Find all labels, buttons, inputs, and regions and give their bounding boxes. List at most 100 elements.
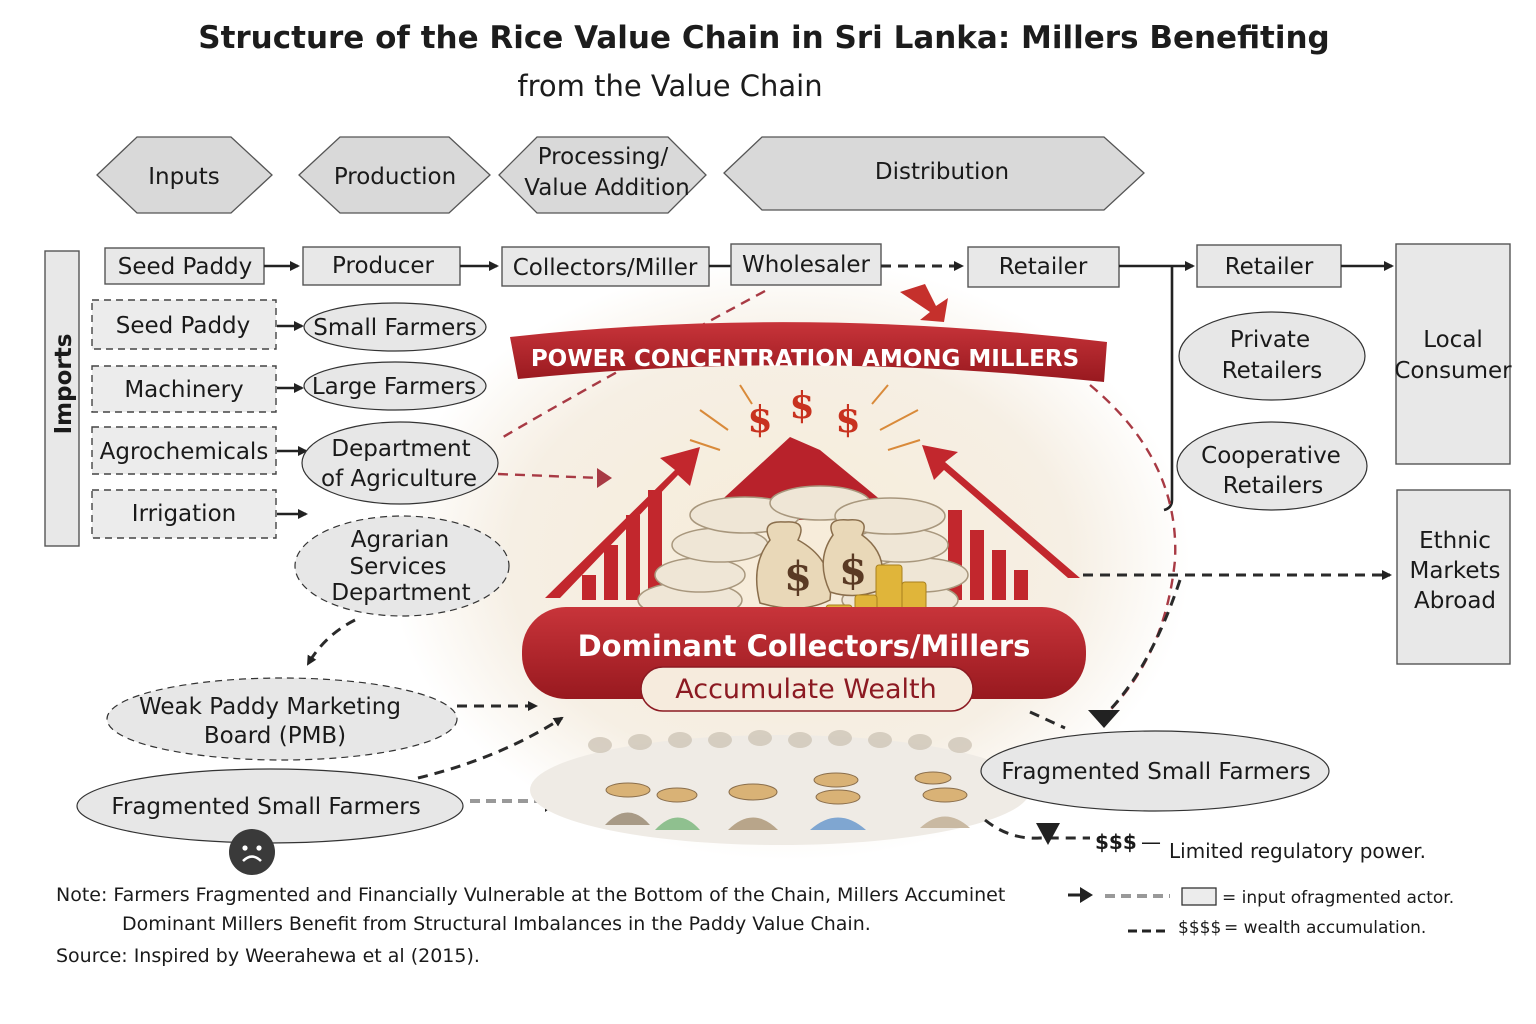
input-seed-paddy: Seed Paddy [91,299,277,350]
dash-to-fragmented-right [1029,710,1066,730]
legend-box-swatch [1181,887,1217,906]
ethnic-label-2: Markets [1409,558,1500,584]
input-agrochemicals: Agrochemicals [91,426,277,475]
input-irrigation-label: Irrigation [132,501,236,527]
stage-inputs-label: Inputs [148,164,220,190]
private-retailers-label-2: Retailers [1222,358,1323,384]
large-farmers-label: Large Farmers [312,374,476,400]
producer-label: Producer [332,253,434,279]
note-line-1: Note: Farmers Fragmented and Financially… [56,884,1005,906]
retailer-box-2: Retailer [1196,244,1342,288]
imports-box: Imports [44,250,80,547]
legend-item-2: = wealth accumulation. [1224,918,1426,938]
title-line-1: Structure of the Rice Value Chain in Sri… [198,20,1330,56]
fragmented-small-farmers-left: Fragmented Small Farmers [76,768,464,844]
fragmented-right-label: Fragmented Small Farmers [1001,759,1310,785]
main-seed-paddy-label: Seed Paddy [118,254,253,280]
private-retailers: Private Retailers [1178,311,1366,401]
stage-distribution-label: Distribution [875,159,1009,185]
agrarian-label-2: Services [350,554,447,580]
stage-production: Production [298,136,491,214]
accumulate-wealth-pill: Accumulate Wealth [640,666,974,712]
money-bag-icon-2: $ [822,519,884,597]
small-farmers: Small Farmers [303,302,487,352]
regulatory-text: Limited regulatory power. [1169,839,1426,863]
large-farmers: Large Farmers [303,361,487,411]
stage-inputs: Inputs [96,136,273,214]
ethnic-label-3: Abroad [1414,588,1496,614]
private-retailers-label-1: Private [1230,327,1310,353]
weak-paddy-marketing-board: Weak Paddy Marketing Board (PMB) [106,677,458,761]
agrarian-label-3: Department [331,580,470,606]
ethnic-markets-box: Ethnic Markets Abroad [1396,489,1511,665]
legend: = input ofragmented actor. $$$$ = wealth… [1105,887,1454,938]
source-line: Source: Inspired by Weerahewa et al (201… [56,945,480,967]
arrow-agrarian-to-pmb [306,618,356,666]
regulatory-symbol: $$$ [1095,830,1137,854]
dept-agri-label-2: of Agriculture [321,466,477,492]
down-arrowhead-regulatory [1036,823,1060,845]
red-arrowhead-dept [597,468,612,488]
wholesaler-label: Wholesaler [742,252,871,278]
small-farmers-label: Small Farmers [313,315,476,341]
branch-line-retailers [1163,266,1174,512]
local-consumer-box: Local Consumer [1394,243,1512,465]
collectors-miller-label: Collectors/Miller [513,255,698,281]
banner-text: POWER CONCENTRATION AMONG MILLERS [531,346,1079,372]
stage-processing-label-2: Value Addition [524,175,689,201]
input-machinery: Machinery [91,365,277,413]
stage-processing-label-1: Processing/ [538,144,669,170]
legend-item-1: = input ofragmented actor. [1222,888,1454,908]
local-consumer-label-1: Local [1423,327,1483,353]
fragmented-small-farmers-right: Fragmented Small Farmers [980,730,1330,812]
arrow-farmers-to-millers-curve [417,716,564,780]
producer-box: Producer [302,246,461,286]
red-dash-dept-arrow [497,472,601,480]
note-arrow-head [1080,887,1093,903]
red-down-arrow-icon [900,284,948,322]
dept-agri-label-1: Department [331,436,470,462]
dash-regulatory [984,818,1090,840]
legend-item-2-symbol: $$$$ [1178,918,1221,938]
input-irrigation: Irrigation [91,489,277,539]
regulatory-dash: — [1141,830,1161,854]
coop-retailers-label-2: Retailers [1223,473,1324,499]
retailer-1-label: Retailer [999,254,1088,280]
ethnic-label-1: Ethnic [1419,528,1491,554]
sad-face-icon [229,829,275,875]
dark-dash-right-curve [1103,579,1182,717]
arrowhead-to-fragmented-right [1088,710,1120,728]
power-concentration-banner: POWER CONCENTRATION AMONG MILLERS [510,322,1107,382]
retailer-2-label: Retailer [1225,254,1314,280]
money-bag-1-symbol: $ [784,553,812,600]
local-consumer-label-2: Consumer [1394,358,1512,384]
wholesaler-box: Wholesaler [730,243,882,286]
stage-production-label: Production [334,164,456,190]
department-of-agriculture: Department of Agriculture [301,421,499,505]
pmb-label-1: Weak Paddy Marketing [139,694,401,720]
retailer-box-1: Retailer [967,246,1120,288]
coop-retailers-label-1: Cooperative [1201,443,1341,469]
money-bag-icon-1: $ [755,521,832,610]
dollar-sign-2: $ [789,385,814,427]
money-bag-2-symbol: $ [839,547,867,594]
dominant-millers-label: Dominant Collectors/Millers [578,629,1031,663]
accumulate-wealth-label: Accumulate Wealth [675,674,937,705]
dollar-sign-1: $ [747,399,772,441]
title-line-2: from the Value Chain [517,69,822,103]
rays [689,384,921,451]
red-dash-wholesaler-curve [497,289,766,442]
dollar-sign-3: $ [835,399,860,441]
agrarian-services-department: Agrarian Services Department [294,515,510,617]
input-seed-paddy-label: Seed Paddy [116,313,251,339]
input-agrochemicals-label: Agrochemicals [100,439,269,465]
farmers-crowd-illustration [530,730,1030,845]
stage-distribution: Distribution [723,136,1145,211]
note-line-2: Dominant Millers Benefit from Structural… [122,913,871,935]
imports-label: Imports [51,334,77,435]
stage-processing: Processing/ Value Addition [498,136,707,214]
main-seed-paddy-box: Seed Paddy [104,247,265,285]
fragmented-left-label: Fragmented Small Farmers [111,794,420,820]
agrarian-label-1: Agrarian [351,527,449,553]
collectors-miller-box: Collectors/Miller [501,246,710,287]
